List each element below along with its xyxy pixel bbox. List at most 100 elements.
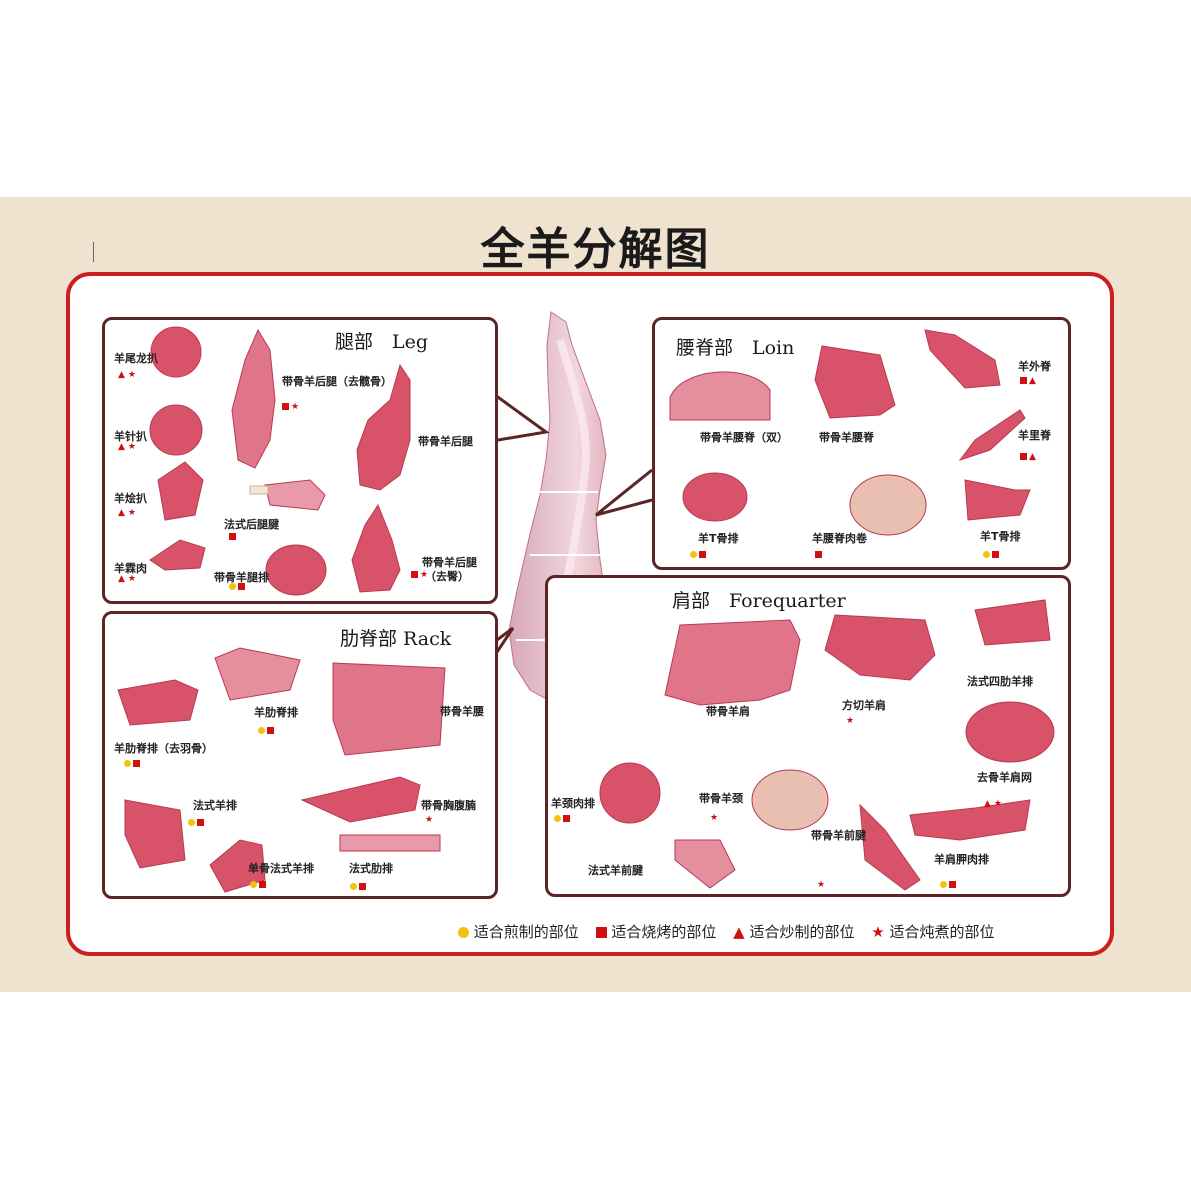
meat-cut-french-cutlet bbox=[209, 839, 266, 893]
yellow-dot-icon bbox=[258, 727, 265, 734]
marks-leg-no-rump: ★ bbox=[411, 570, 431, 580]
red-triangle-icon: ▲ bbox=[118, 442, 126, 452]
label-t-bone-2: 羊T骨排 bbox=[980, 530, 1021, 543]
marks-french-ribs bbox=[350, 882, 368, 892]
marks-loin-roll bbox=[815, 550, 824, 560]
meat-cut-leg-steak bbox=[265, 544, 327, 596]
rack-callout bbox=[495, 626, 515, 653]
red-square-icon bbox=[949, 881, 956, 888]
red-square-icon bbox=[238, 583, 245, 590]
red-square-icon bbox=[411, 571, 418, 578]
marks-leg-steak bbox=[229, 582, 247, 592]
meat-cut-leg-no-rump bbox=[351, 503, 401, 593]
marks-tenderloin: ▲ bbox=[1020, 452, 1039, 462]
legend-item-stew: ★ 适合炖煮的部位 bbox=[871, 921, 994, 942]
poster-title: 全羊分解图 bbox=[480, 224, 711, 275]
loin-callout bbox=[595, 468, 653, 517]
yellow-dot-icon bbox=[250, 881, 257, 888]
red-triangle-icon: ▲ bbox=[118, 508, 126, 518]
marks-french-cutlet bbox=[250, 880, 268, 890]
leg-title: 腿部 Leg bbox=[335, 331, 429, 353]
meat-cut-boneless-shoulder-net bbox=[965, 701, 1055, 763]
label-square-shoulder: 方切羊肩 bbox=[842, 699, 886, 712]
red-star-icon: ★ bbox=[127, 574, 137, 584]
legend-label-fry: 适合煎制的部位 bbox=[473, 923, 579, 941]
meat-cut-t-bone-1 bbox=[682, 472, 748, 522]
meat-cut-rack-capped bbox=[117, 679, 199, 726]
meat-cut-square-shoulder bbox=[824, 614, 936, 681]
red-square-icon bbox=[133, 760, 140, 767]
yellow-dot-icon bbox=[350, 883, 357, 890]
red-star-icon: ★ bbox=[127, 370, 137, 380]
meat-cut-breast-flap bbox=[300, 776, 421, 823]
label-rack-four-rib: 法式四肋羊排 bbox=[967, 675, 1033, 688]
label-french-rack: 法式羊排 bbox=[193, 799, 237, 812]
carcass-fat-streak bbox=[556, 338, 590, 621]
meat-cut-t-bone-2 bbox=[964, 479, 1031, 521]
meat-cut-striploin bbox=[924, 329, 1001, 389]
red-triangle-icon: ▲ bbox=[118, 574, 126, 584]
label-knuckle: 羊霖肉 bbox=[114, 562, 147, 575]
red-square-icon bbox=[1020, 377, 1027, 384]
marks-knuckle: ▲★ bbox=[118, 574, 139, 584]
legend-label-grill: 适合烧烤的部位 bbox=[611, 923, 717, 941]
loin-title: 腰脊部 Loin bbox=[676, 337, 795, 359]
red-star-icon: ★ bbox=[420, 570, 430, 580]
meat-cut-bone-in-loin bbox=[814, 345, 896, 419]
red-square-icon bbox=[267, 727, 274, 734]
meat-cut-french-rack bbox=[124, 799, 186, 869]
label-striploin: 羊外脊 bbox=[1018, 360, 1051, 373]
red-star-icon: ★ bbox=[425, 815, 435, 825]
label-bone-in-waist: 带骨羊腰 bbox=[440, 705, 484, 718]
meat-cut-knuckle bbox=[149, 539, 206, 571]
meat-cut-neck-chop bbox=[599, 762, 661, 824]
label-leg-no-hip: 带骨羊后腿（去髋骨） bbox=[282, 375, 392, 388]
meat-cut-tail-rump bbox=[150, 326, 202, 378]
crop-mark bbox=[93, 242, 94, 262]
legend: 适合煎制的部位 适合烧烤的部位 ▲ 适合炒制的部位 ★ 适合炖煮的部位 bbox=[458, 921, 1007, 942]
red-square-icon bbox=[282, 403, 289, 410]
red-star-icon: ★ bbox=[291, 402, 301, 412]
red-square-icon bbox=[563, 815, 570, 822]
marks-leg-no-hip: ★ bbox=[282, 402, 302, 412]
marks-square-shoulder: ★ bbox=[846, 716, 857, 726]
meat-cut-topside bbox=[149, 404, 203, 456]
label-loin-roll: 羊腰脊肉卷 bbox=[812, 532, 867, 545]
meat-cut-tenderloin bbox=[958, 409, 1026, 461]
forequarter-title: 肩部 Forequarter bbox=[672, 590, 846, 612]
meat-cut-leg-no-hip bbox=[231, 328, 276, 469]
meat-cut-rack-four-rib bbox=[974, 599, 1051, 646]
label-breast-flap: 带骨胸腹腩 bbox=[421, 799, 476, 812]
label-t-bone-1: 羊T骨排 bbox=[698, 532, 739, 545]
marks-t-bone-1 bbox=[690, 550, 708, 560]
red-star-icon: ★ bbox=[993, 799, 1003, 809]
meat-cut-shoulder-blade-chop bbox=[909, 799, 1031, 841]
label-bone-in-leg: 带骨羊后腿 bbox=[418, 435, 473, 448]
red-triangle-icon: ▲ bbox=[1029, 376, 1037, 386]
red-square-icon bbox=[815, 551, 822, 558]
yellow-dot-icon bbox=[458, 927, 469, 938]
red-star-icon: ★ bbox=[871, 923, 885, 941]
marks-striploin: ▲ bbox=[1020, 376, 1039, 386]
marks-shoulder-blade-chop-2 bbox=[940, 880, 958, 890]
marks-tail-rump: ▲★ bbox=[118, 370, 139, 380]
meat-cut-bone-in-waist bbox=[332, 662, 446, 756]
meat-cut-french-shank bbox=[264, 479, 326, 511]
red-square-icon bbox=[595, 927, 607, 938]
legend-item-grill: 适合烧烤的部位 bbox=[595, 921, 717, 942]
marks-french-rack bbox=[188, 818, 206, 828]
label-topside: 羊针扒 bbox=[114, 430, 147, 443]
meat-cut-bone-in-leg bbox=[356, 363, 411, 491]
red-star-icon: ★ bbox=[817, 880, 827, 890]
meat-cut-french-ribs bbox=[339, 834, 441, 852]
label-bone-in-loin: 带骨羊腰脊 bbox=[819, 431, 874, 444]
red-square-icon bbox=[229, 533, 236, 540]
label-leg-steak: 带骨羊腿排 bbox=[214, 571, 269, 584]
marks-neck-chop bbox=[554, 814, 572, 824]
meat-cut-fore-shank bbox=[859, 803, 921, 891]
label-french-cutlet: 单骨法式羊排 bbox=[248, 862, 314, 875]
label-shoulder-blade-chop: 羊肩胛肉排 bbox=[934, 853, 989, 866]
red-triangle-icon: ▲ bbox=[118, 370, 126, 380]
label-fore-shank: 带骨羊前腱 bbox=[811, 829, 866, 842]
